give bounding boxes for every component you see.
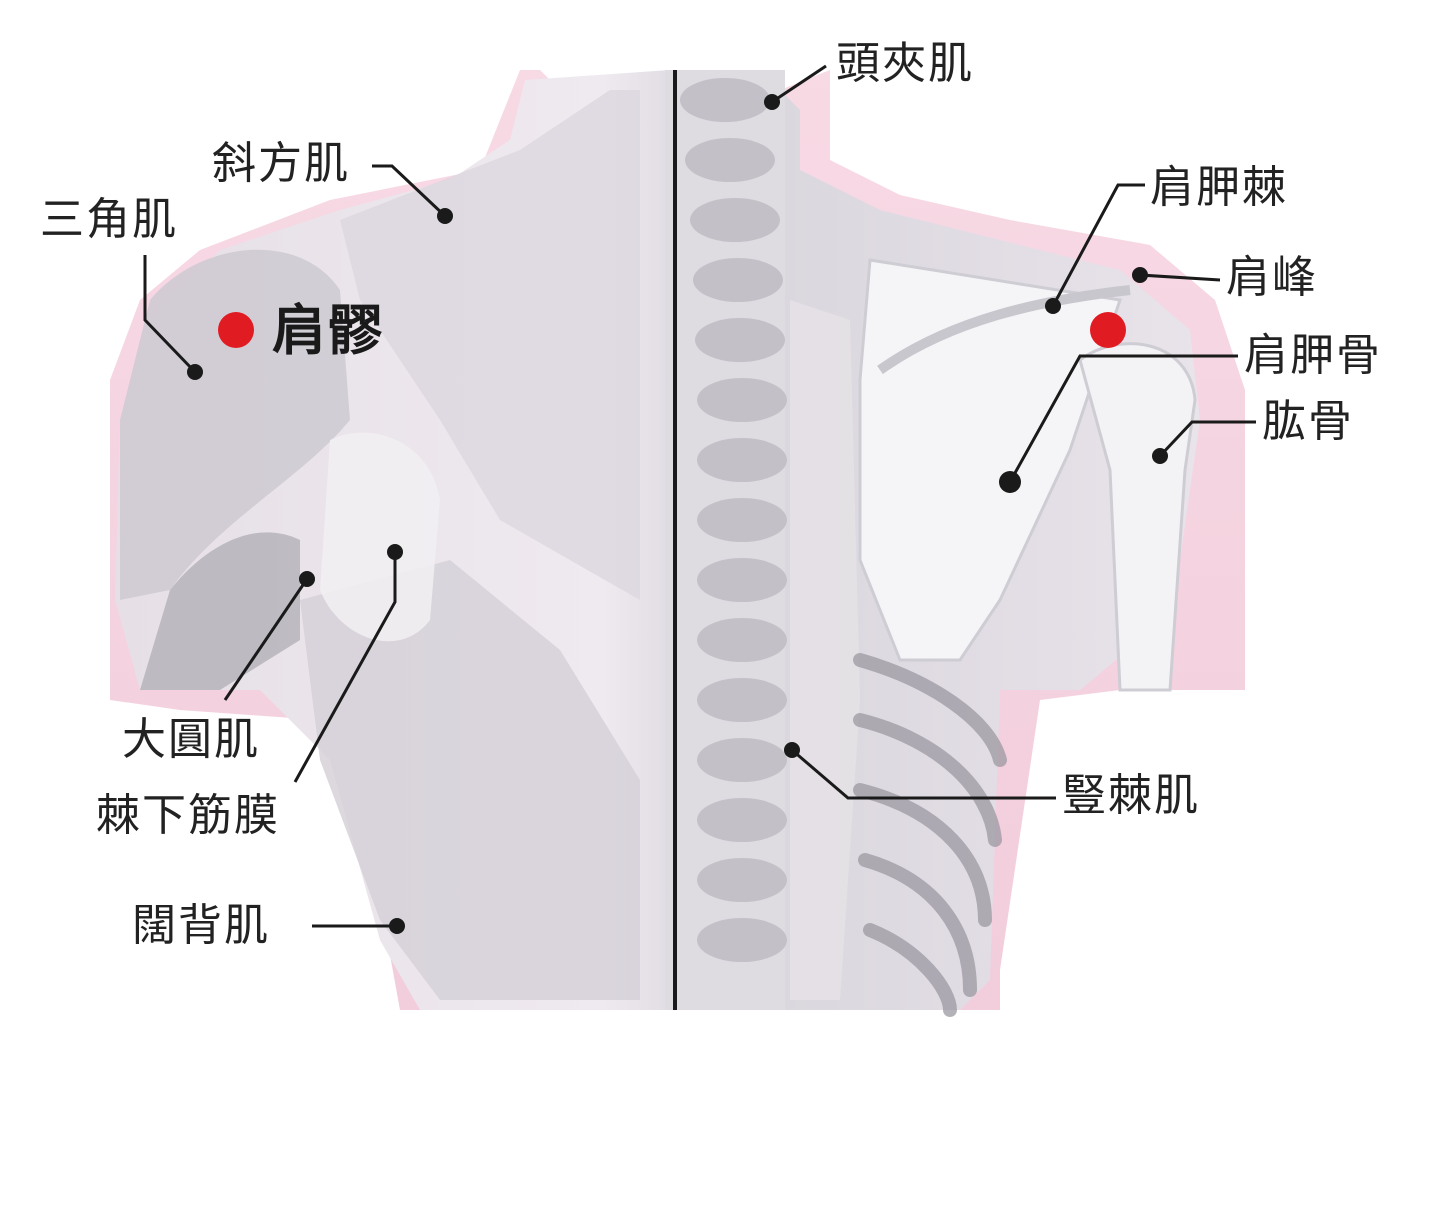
label-deltoid: 三角肌 [40,194,178,245]
label-splenius: 頭夾肌 [836,38,974,89]
vertebrae [680,78,787,962]
label-latissimus: 闊背肌 [132,900,270,951]
leader-lines [143,64,1256,928]
label-teres-major: 大圓肌 [122,714,260,765]
scapular-spine-ridge [877,285,1131,375]
acupoint-right-marker [1090,312,1126,348]
deltoid-muscle [120,249,350,600]
trapezius-muscle [340,90,640,600]
acupoint-left-marker [218,312,254,348]
erector-spinae-muscle [790,300,860,1000]
label-scapular-spine: 肩胛棘 [1150,162,1288,213]
label-humerus: 肱骨 [1262,396,1354,447]
label-acromion: 肩峰 [1226,252,1318,303]
label-infraspinous-fascia: 棘下筋膜 [96,790,280,841]
ribs [853,653,1007,1017]
label-scapula: 肩胛骨 [1244,330,1382,381]
label-erector-spinae: 豎棘肌 [1062,770,1200,821]
latissimus-muscle [300,560,640,1000]
leader-dots [187,94,1168,934]
infraspinous-area [320,432,440,642]
label-trapezius: 斜方肌 [212,138,350,189]
acupoint-name-label: 肩髎 [272,299,384,362]
